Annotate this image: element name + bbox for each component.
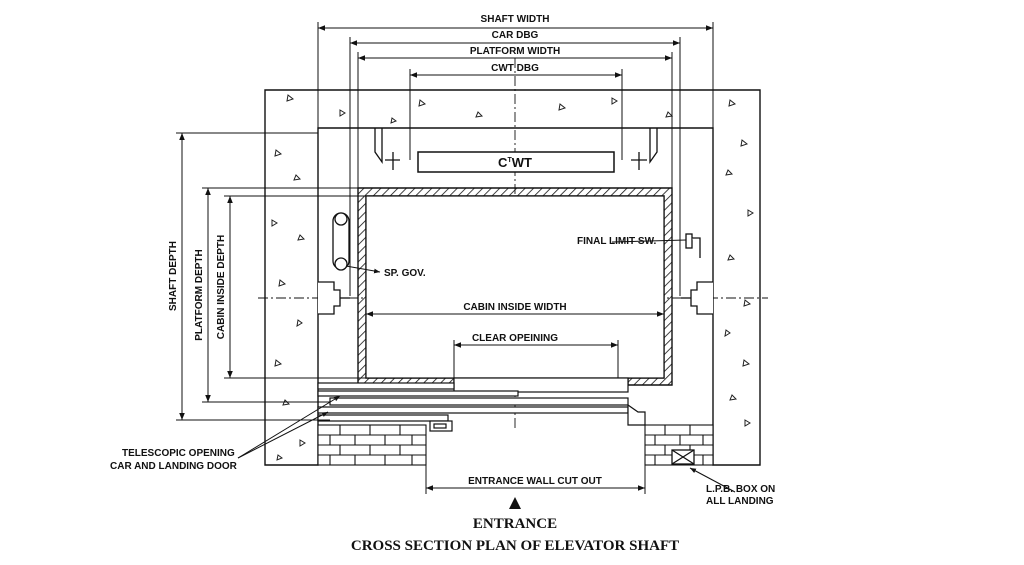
label-clear-opening: CLEAR OPEINING (472, 333, 558, 344)
label-platform-width: PLATFORM WIDTH (470, 46, 560, 57)
car-rail-bracket-right (681, 281, 713, 315)
label-telescopic-1: TELESCOPIC OPENING (122, 448, 235, 459)
title-entrance: ENTRANCE (473, 516, 557, 532)
entrance-arrow (509, 497, 521, 509)
speed-governor (332, 212, 350, 271)
cwt-rail-brackets (374, 128, 658, 170)
label-car-dbg: CAR DBG (492, 30, 539, 41)
label-entrance-wall-cut-out: ENTRANCE WALL CUT OUT (468, 476, 602, 487)
label-counterweight: CTWT (498, 155, 532, 170)
door-sills (317, 377, 646, 432)
label-cabin-inside-width: CABIN INSIDE WIDTH (463, 302, 566, 313)
concrete-speckles (271, 94, 754, 461)
cabin (357, 187, 673, 386)
final-limit-switch (685, 233, 701, 258)
car-rail-bracket-left (318, 281, 350, 315)
label-speed-governor: SP. GOV. (384, 268, 426, 279)
label-lpb-1: L.P.B. BOX ON (706, 484, 775, 495)
label-shaft-width: SHAFT WIDTH (481, 14, 550, 25)
brick-wall-left (317, 424, 427, 466)
title-main: CROSS SECTION PLAN OF ELEVATOR SHAFT (351, 538, 679, 554)
label-cabin-inside-depth: CABIN INSIDE DEPTH (216, 235, 227, 339)
label-telescopic-2: CAR AND LANDING DOOR (110, 461, 238, 472)
lpb-box (671, 449, 695, 465)
counterweight (417, 151, 615, 173)
label-cwt-dbg: CWT DBG (491, 63, 539, 74)
label-platform-depth: PLATFORM DEPTH (194, 249, 205, 340)
dimension-lines (176, 22, 714, 494)
label-final-limit-switch: FINAL LIMIT SW. (577, 236, 656, 247)
label-shaft-depth: SHAFT DEPTH (168, 241, 179, 311)
leader-lines (237, 239, 736, 493)
label-lpb-2: ALL LANDING (706, 496, 774, 507)
